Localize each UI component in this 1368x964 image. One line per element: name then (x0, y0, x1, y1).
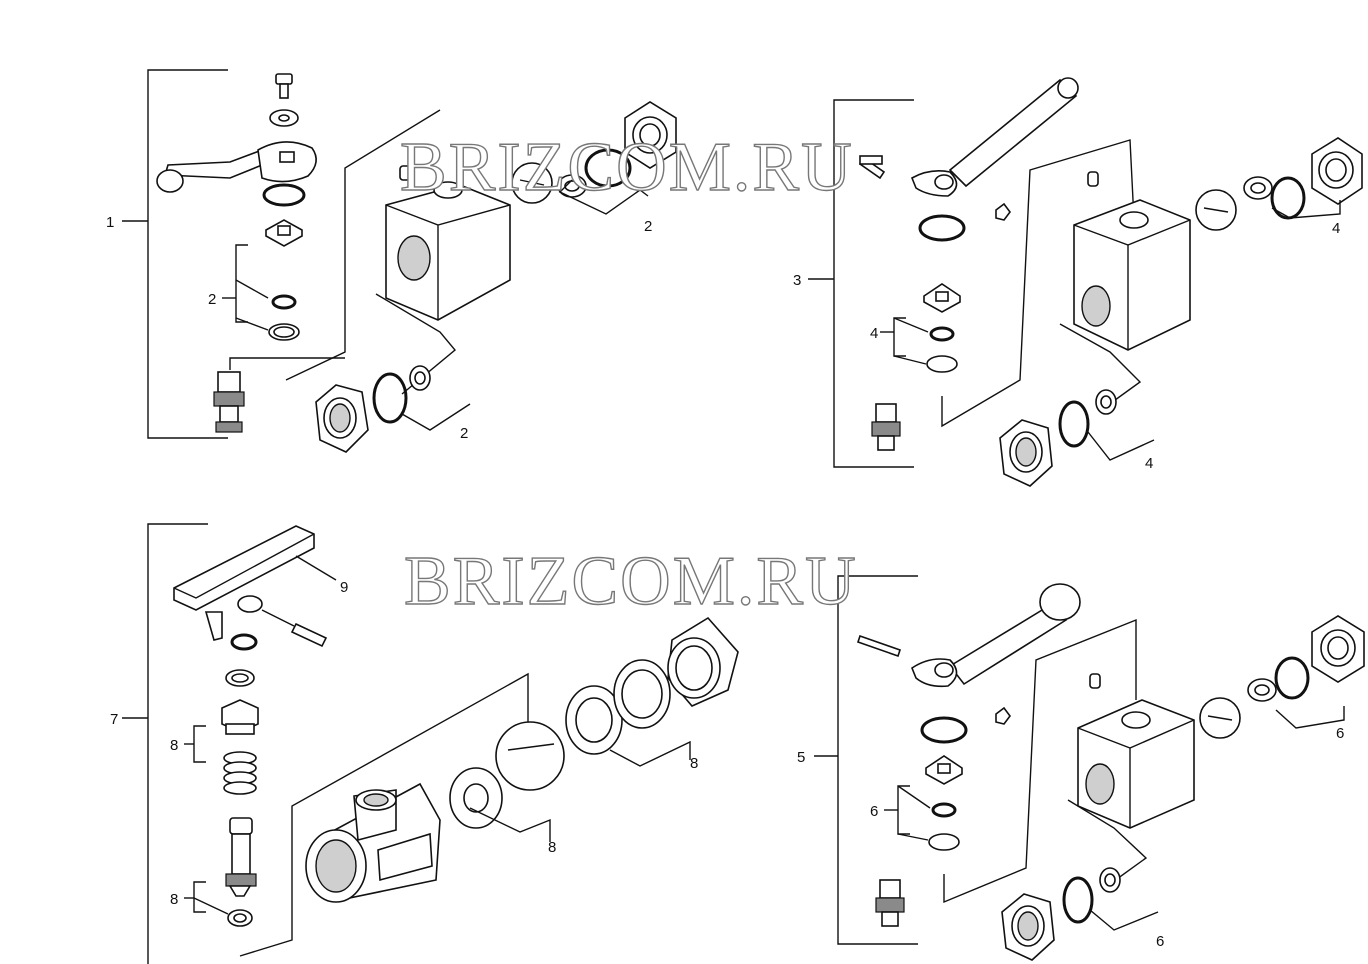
hex-nut (1311, 137, 1363, 205)
part-label: 2 (644, 218, 652, 235)
assembly-1: 1 2 (106, 69, 677, 453)
part-label: 2 (208, 291, 216, 308)
hex-nut (1001, 893, 1055, 961)
packing-nut (221, 699, 259, 735)
screw (275, 73, 293, 99)
part-label: 2 (460, 425, 468, 442)
valve-stem (875, 879, 905, 927)
valve-stem (213, 371, 245, 433)
hex-nut (624, 101, 677, 169)
hex-nut (999, 419, 1053, 487)
assembly-3: 3 4 (793, 77, 1363, 487)
valve-body (305, 782, 441, 903)
part-label: 4 (1332, 220, 1340, 237)
part-label: 4 (1145, 455, 1153, 472)
valve-body (1077, 699, 1195, 829)
assembly-5-label: 5 (797, 749, 805, 766)
lever-handle (910, 77, 1079, 197)
valve-stem (225, 817, 257, 897)
part-label: 8 (170, 891, 178, 908)
assembly-7: 7 9 8 (110, 523, 739, 964)
part-label: 8 (548, 839, 556, 856)
valve-body (1073, 199, 1191, 351)
watermark-bottom: BRIZCOM.RU (404, 543, 858, 620)
assembly-3-label: 3 (793, 272, 801, 289)
lever-handle (156, 141, 317, 193)
valve-body (385, 181, 511, 321)
hex-nut (315, 384, 369, 453)
assembly-5: 5 6 (797, 575, 1365, 961)
watermark-top: BRIZCOM.RU (400, 129, 854, 206)
part-label: 9 (340, 579, 348, 596)
part-label: 8 (690, 755, 698, 772)
valve-stem (871, 403, 901, 451)
part-label: 6 (1336, 725, 1344, 742)
part-label: 6 (870, 803, 878, 820)
assembly-7-label: 7 (110, 711, 118, 728)
hex-nut (1311, 615, 1365, 683)
part-label: 4 (870, 325, 878, 342)
part-label: 8 (170, 737, 178, 754)
threaded-plug (667, 616, 739, 707)
t-handle (173, 525, 315, 641)
spring (223, 751, 257, 795)
part-label: 6 (1156, 933, 1164, 950)
lever-handle (911, 583, 1081, 688)
assembly-1-label: 1 (106, 214, 114, 231)
